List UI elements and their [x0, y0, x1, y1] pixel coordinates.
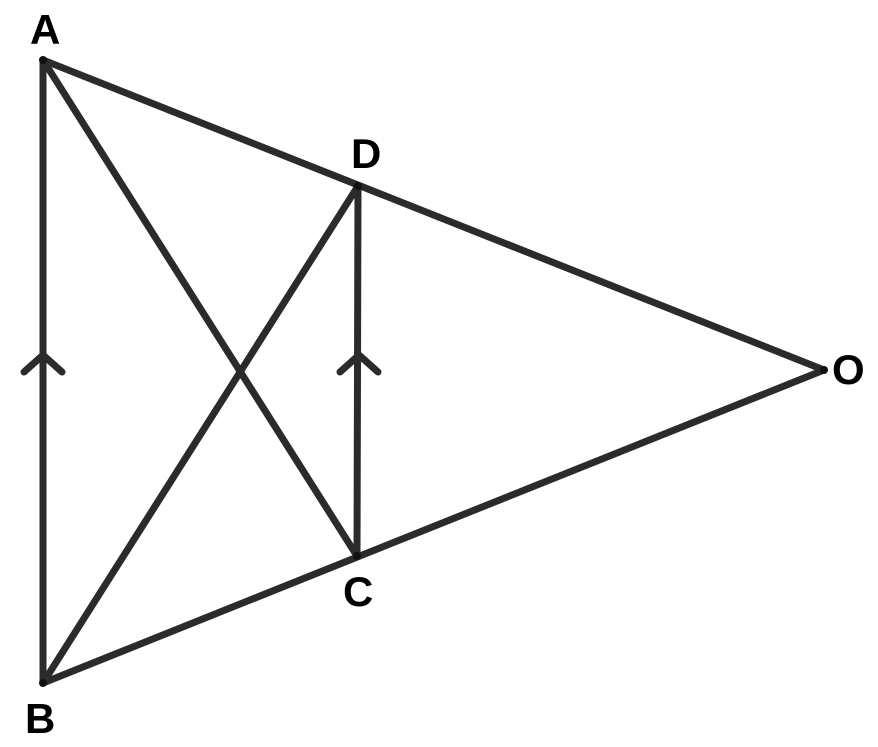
vertex-C	[353, 552, 361, 560]
diagonal-AC	[39, 56, 361, 560]
vertex-O	[820, 366, 828, 374]
vertex-B	[39, 679, 47, 687]
label-A: A	[30, 6, 60, 53]
parallel-marks	[20, 351, 382, 376]
segment-BO	[39, 366, 828, 687]
vertex-A	[39, 56, 47, 64]
label-B: B	[25, 695, 55, 742]
vertex-D	[354, 182, 362, 190]
diagonal-BD	[39, 182, 362, 687]
parallel-arrow-icon-AB	[20, 351, 66, 376]
label-O: O	[832, 346, 865, 393]
label-C: C	[343, 568, 373, 615]
parallel-arrow-icon-DC	[336, 351, 382, 376]
labels: A B C D O	[25, 6, 865, 742]
segments	[39, 56, 828, 687]
vertices	[39, 56, 828, 687]
segment-DC	[353, 182, 362, 560]
label-D: D	[351, 130, 381, 177]
segment-AO	[39, 56, 828, 374]
